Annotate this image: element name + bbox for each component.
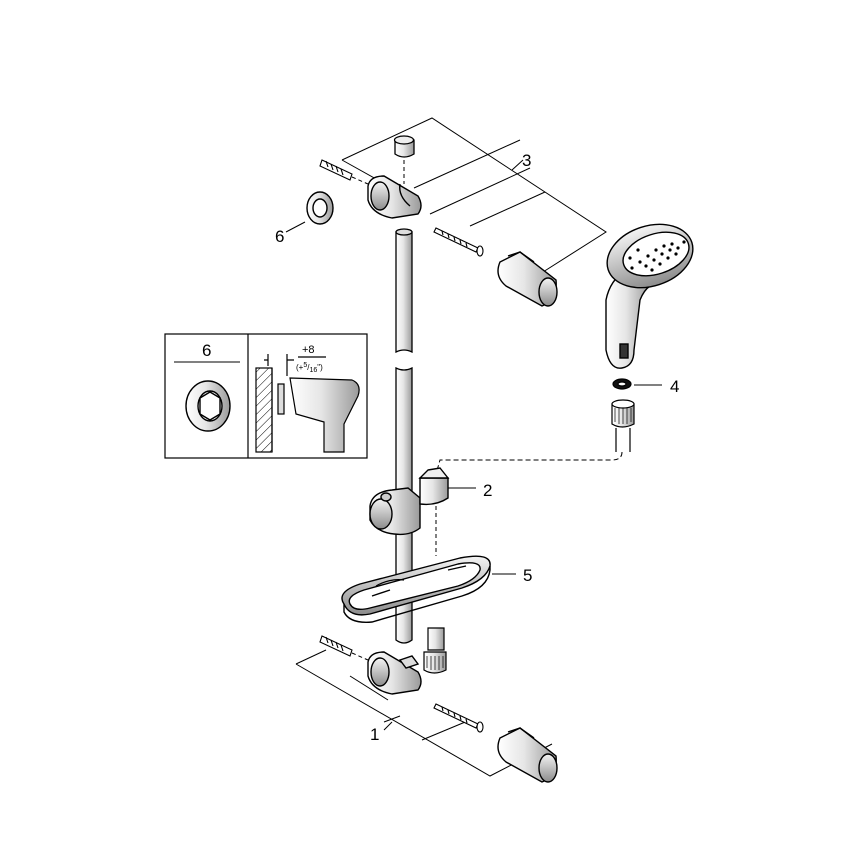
- soap-tray: [341, 555, 491, 623]
- slider-part: [369, 467, 450, 536]
- callout-4: 4: [670, 377, 679, 396]
- bottom-bracket-cover: [497, 727, 558, 783]
- detail-ring-icon: [185, 380, 231, 432]
- callout-2: 2: [483, 481, 492, 500]
- washer-part: [612, 378, 632, 390]
- spray-nozzles: [628, 240, 686, 272]
- ring-part-top: [306, 191, 334, 225]
- dim-sub-num: 5: [303, 362, 307, 369]
- leader-1: [383, 721, 393, 731]
- detail-dim-sub: (+5/16"): [296, 362, 323, 374]
- top-wall-plug: [319, 159, 353, 181]
- top-screw: [433, 227, 484, 257]
- callout-3: 3: [522, 151, 531, 170]
- detail-box: [164, 333, 368, 459]
- callout-5: 5: [523, 566, 532, 585]
- hose-route: [435, 451, 623, 475]
- hand-shower: [605, 223, 694, 369]
- top-wall-bracket: [367, 175, 422, 219]
- detail-wall-section: [255, 354, 360, 453]
- callout-1: 1: [370, 725, 379, 744]
- dim-sub-den: 16: [309, 367, 317, 374]
- bottom-wall-plug: [319, 635, 353, 657]
- callout-6: 6: [275, 227, 284, 246]
- bottom-connector: [423, 627, 447, 674]
- dim-sub-close: "): [317, 363, 323, 372]
- detail-ring-label: 6: [202, 341, 211, 360]
- bottom-wall-bracket: [367, 651, 422, 695]
- hose-nut: [611, 399, 635, 452]
- leader-3: [511, 159, 524, 171]
- dim-sub-slash: /: [307, 363, 310, 372]
- dim-sub-open: (+: [296, 363, 304, 372]
- top-bracket-cover: [497, 251, 558, 307]
- top-end-cap: [393, 135, 415, 158]
- detail-dim-main: +8: [302, 344, 315, 356]
- bottom-screw: [433, 703, 484, 733]
